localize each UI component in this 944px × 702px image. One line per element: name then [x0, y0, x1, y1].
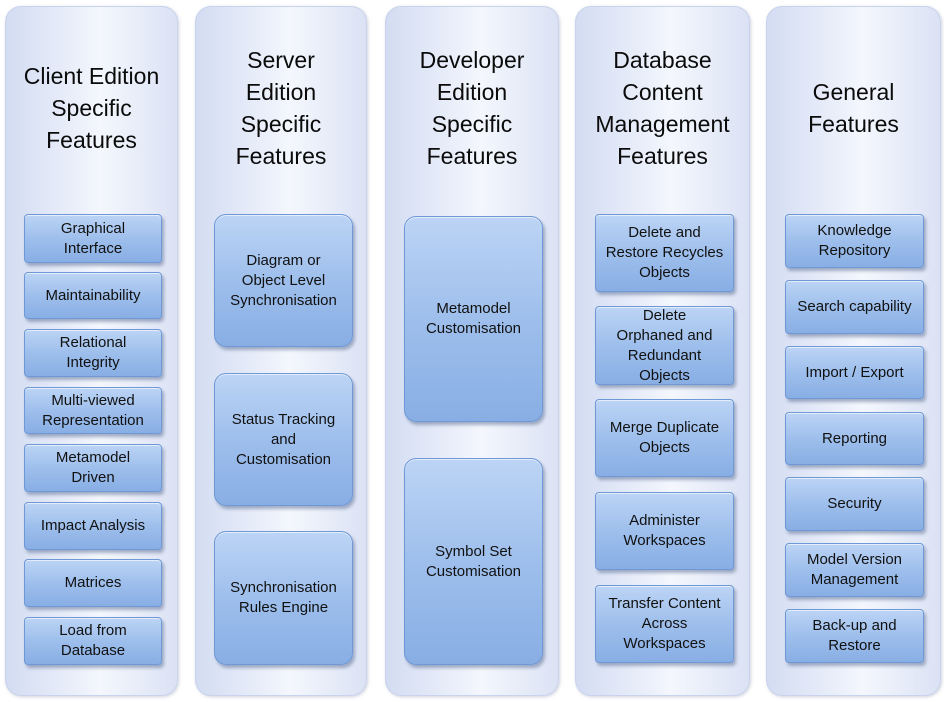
column-client-edition: Client Edition Specific Features Graphic… — [5, 6, 178, 696]
feature-knowledge-repository[interactable]: Knowledge Repository — [785, 214, 924, 268]
column-database-content-management: Database Content Management Features Del… — [575, 6, 750, 696]
feature-relational-integrity[interactable]: Relational Integrity — [24, 329, 162, 377]
feature-backup-restore[interactable]: Back-up and Restore — [785, 609, 924, 663]
column-title: Database Content Management Features — [595, 47, 730, 169]
feature-multi-viewed-representation[interactable]: Multi-viewed Representation — [24, 387, 162, 434]
column-general-features: General Features Knowledge Repository Se… — [766, 6, 941, 696]
feature-symbol-set-customisation[interactable]: Symbol Set Customisation — [404, 458, 543, 665]
feature-metamodel-customisation[interactable]: Metamodel Customisation — [404, 216, 543, 422]
feature-search-capability[interactable]: Search capability — [785, 280, 924, 334]
column-title: General Features — [808, 79, 899, 137]
feature-merge-duplicate-objects[interactable]: Merge Duplicate Objects — [595, 399, 734, 477]
feature-delete-restore-recycled[interactable]: Delete and Restore Recycles Objects — [595, 214, 734, 292]
column-server-edition: Server Edition Specific Features Diagram… — [195, 6, 367, 696]
feature-security[interactable]: Security — [785, 477, 924, 531]
feature-diagram-object-synchronisation[interactable]: Diagram or Object Level Synchronisation — [214, 214, 353, 347]
feature-delete-orphaned-redundant[interactable]: Delete Orphaned and Redundant Objects — [595, 306, 734, 385]
column-developer-edition: Developer Edition Specific Features Meta… — [385, 6, 559, 696]
feature-maintainability[interactable]: Maintainability — [24, 272, 162, 319]
feature-graphical-interface[interactable]: Graphical Interface — [24, 214, 162, 263]
feature-load-from-database[interactable]: Load from Database — [24, 617, 162, 665]
feature-matrices[interactable]: Matrices — [24, 559, 162, 607]
feature-transfer-content-workspaces[interactable]: Transfer Content Across Workspaces — [595, 585, 734, 663]
feature-model-version-management[interactable]: Model Version Management — [785, 543, 924, 597]
column-title: Developer Edition Specific Features — [419, 47, 525, 169]
column-title: Client Edition Specific Features — [23, 63, 160, 153]
feature-metamodel-driven[interactable]: Metamodel Driven — [24, 444, 162, 492]
feature-import-export[interactable]: Import / Export — [785, 346, 924, 399]
feature-impact-analysis[interactable]: Impact Analysis — [24, 502, 162, 550]
feature-administer-workspaces[interactable]: Administer Workspaces — [595, 492, 734, 570]
feature-synchronisation-rules-engine[interactable]: Synchronisation Rules Engine — [214, 531, 353, 665]
feature-reporting[interactable]: Reporting — [785, 412, 924, 465]
feature-status-tracking[interactable]: Status Tracking and Customisation — [214, 373, 353, 506]
column-title: Server Edition Specific Features — [235, 47, 327, 169]
